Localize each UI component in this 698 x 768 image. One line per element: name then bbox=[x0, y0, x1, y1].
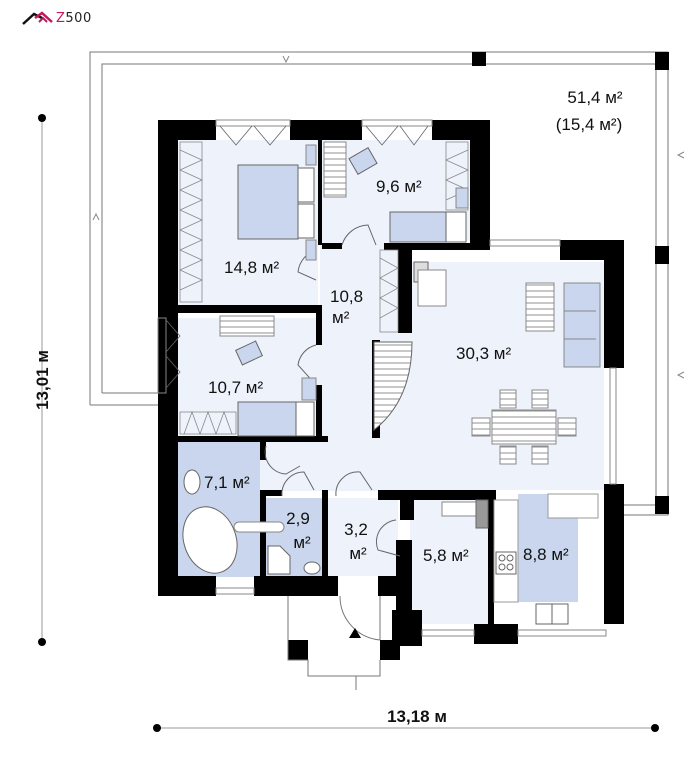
room-label-hall: 10,8 bbox=[330, 287, 363, 306]
terrace-area-label: 51,4 м² bbox=[567, 88, 622, 107]
room-label-wc-unit: м² bbox=[293, 533, 311, 552]
entrance-porch bbox=[287, 595, 381, 690]
room-label-bedroom-3: 10,7 м² bbox=[208, 378, 263, 397]
room-labels: 51,4 м² (15,4 м²) 14,8 м² 9,6 м² 10,8 м²… bbox=[204, 88, 623, 565]
room-label-hall-unit: м² bbox=[332, 308, 350, 327]
furniture bbox=[182, 141, 601, 625]
room-label-utility: 5,8 м² bbox=[423, 546, 469, 565]
room-label-vestibule-unit: м² bbox=[349, 544, 367, 563]
wardrobes bbox=[179, 141, 469, 436]
terrace-arrows bbox=[92, 55, 685, 379]
room-label-vestibule: 3,2 bbox=[344, 520, 368, 539]
room-label-kitchen: 8,8 м² bbox=[523, 545, 569, 564]
window-swings bbox=[165, 125, 429, 389]
roof-logo-icon bbox=[22, 11, 53, 25]
terrace-covered-area-label: (15,4 м²) bbox=[556, 115, 622, 134]
room-label-bedroom-2: 9,6 м² bbox=[376, 177, 422, 196]
terrace-columns bbox=[472, 52, 669, 514]
width-dimension-label: 13,18 м bbox=[387, 707, 447, 726]
interior-doors bbox=[264, 224, 401, 557]
room-label-bathroom: 7,1 м² bbox=[204, 473, 250, 492]
room-label-living-dining: 30,3 м² bbox=[456, 344, 511, 363]
logo-accent-letter: Z bbox=[56, 10, 66, 26]
walls bbox=[158, 120, 624, 660]
dimension-height: 13,01 м bbox=[33, 114, 52, 646]
room-label-wc: 2,9 bbox=[286, 509, 310, 528]
brand-logo: Z500 bbox=[22, 8, 92, 28]
dimension-width: 13,18 м bbox=[153, 707, 659, 732]
entrance-arrow-icon bbox=[349, 628, 361, 638]
room-label-bedroom-master: 14,8 м² bbox=[224, 258, 279, 277]
logo-text: Z500 bbox=[56, 11, 92, 26]
logo-suffix: 500 bbox=[65, 10, 92, 26]
windows bbox=[157, 119, 617, 637]
height-dimension-label: 13,01 м bbox=[33, 350, 52, 410]
